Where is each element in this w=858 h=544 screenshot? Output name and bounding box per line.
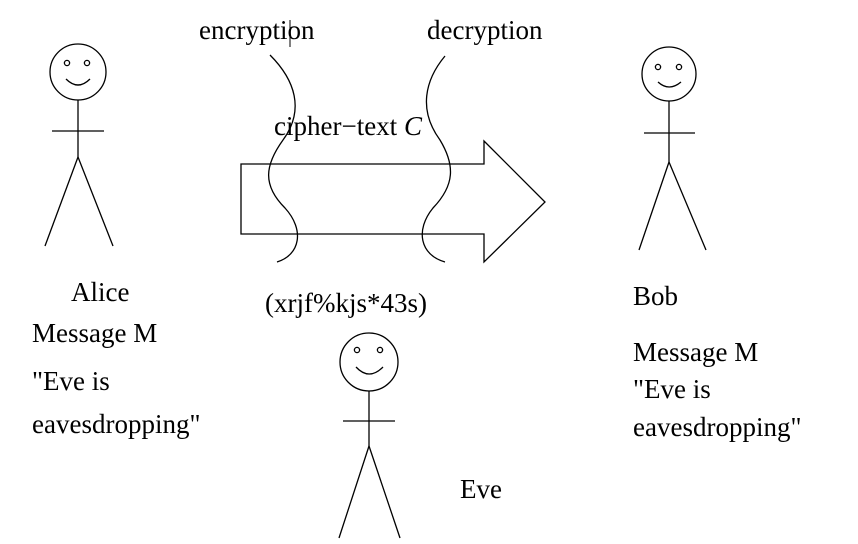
alice-figure [44,43,114,247]
ciphertext-symbol: C [403,111,422,141]
ciphertext-value: (xrjf%kjs*43s) [265,288,427,318]
bob-right-leg [668,161,707,251]
alice-right-eye [83,59,91,67]
decryption-label: decryption [427,15,543,45]
bob-smile [657,81,682,88]
eve-left-leg [338,445,370,539]
encryption-boundary [267,54,299,263]
alice-message-line1: "Eve is [32,366,110,396]
alice-name: Alice [71,277,130,307]
eve-right-eye [376,346,384,354]
bob-right-eye [675,63,683,71]
transmission-arrow [240,139,546,264]
bob-message-label: Message M [633,337,759,367]
alice-left-leg [44,156,79,247]
eve-smile [355,366,384,375]
alice-message-label: Message M [32,318,158,348]
eve-left-eye [353,346,361,354]
alice-left-eye [63,59,71,67]
bob-left-leg [638,161,670,251]
eve-right-leg [368,445,401,539]
bob-name: Bob [633,281,679,311]
eve-name: Eve [460,474,502,504]
ciphertext-label: cipher−text C [274,110,422,142]
decryption-boundary [421,55,452,263]
bob-left-eye [654,63,662,71]
alice-smile [65,78,91,86]
encryption-label: encryption [199,15,315,45]
eve-head [339,332,399,392]
bob-message-line1: "Eve is [633,374,711,404]
alice-message-line2: eavesdropping" [32,409,201,439]
bob-figure [638,46,707,251]
bob-message-line2: eavesdropping" [633,412,802,442]
eve-figure [338,332,401,539]
alice-head [49,43,107,101]
ciphertext-prefix: cipher−text [274,111,404,141]
alice-right-leg [77,156,114,247]
bob-head [641,46,697,102]
